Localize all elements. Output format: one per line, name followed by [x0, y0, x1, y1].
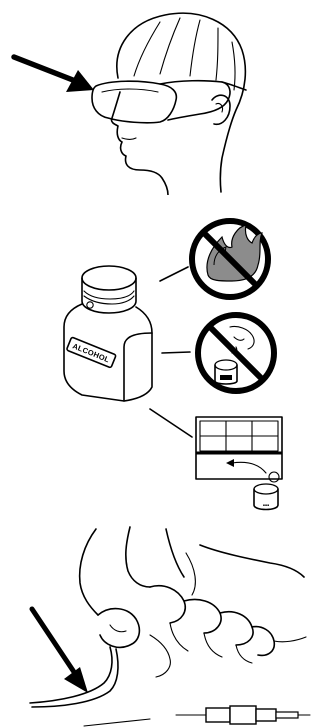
goggles-icon	[92, 81, 246, 123]
alcohol-panel: ALCOHOL	[0, 195, 320, 525]
leader-line	[150, 409, 192, 437]
alcohol-bottle	[64, 266, 152, 401]
no-flame-icon	[192, 221, 268, 297]
hand-outline	[80, 527, 306, 677]
alcohol-illustration: ALCOHOL	[0, 195, 320, 525]
leader-line	[160, 267, 188, 281]
leader-line	[162, 352, 190, 353]
arrow-icon	[32, 609, 88, 693]
bottle-label-group: ALCOHOL	[66, 337, 116, 368]
fingers-illustration	[0, 525, 320, 727]
fingers-panel	[0, 525, 320, 727]
small-bottle-label: ▪▪▪	[263, 503, 269, 509]
connector	[206, 706, 298, 724]
arrow-icon	[14, 57, 94, 92]
small-bottle: ▪▪▪	[254, 472, 279, 510]
storage-cabinet-icon	[196, 417, 282, 479]
goggles-illustration	[0, 0, 320, 195]
goggles-panel	[0, 0, 320, 195]
no-inhale-icon	[198, 315, 274, 391]
